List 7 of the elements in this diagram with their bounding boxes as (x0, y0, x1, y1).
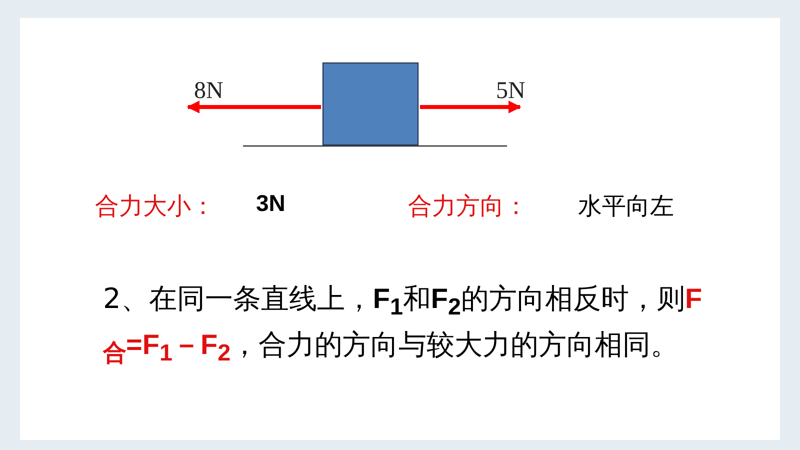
resultant-magnitude-label: 合力大小： (95, 191, 215, 222)
direction-value: 水平向左 (578, 191, 674, 222)
force-label: 8N (194, 78, 224, 105)
resultant-direction-label: 合力方向： (408, 191, 528, 222)
magnitude-value: 3N (256, 190, 286, 217)
rule-paragraph: 2、在同一条直线上，F$_{1}$和F$_{2}$的方向相反时，则F$_{合}$=F$_{1}$－F$_{2}$，合力的方向与较大力的方向相同。 (103, 281, 704, 368)
force-label: 5N (496, 78, 526, 105)
